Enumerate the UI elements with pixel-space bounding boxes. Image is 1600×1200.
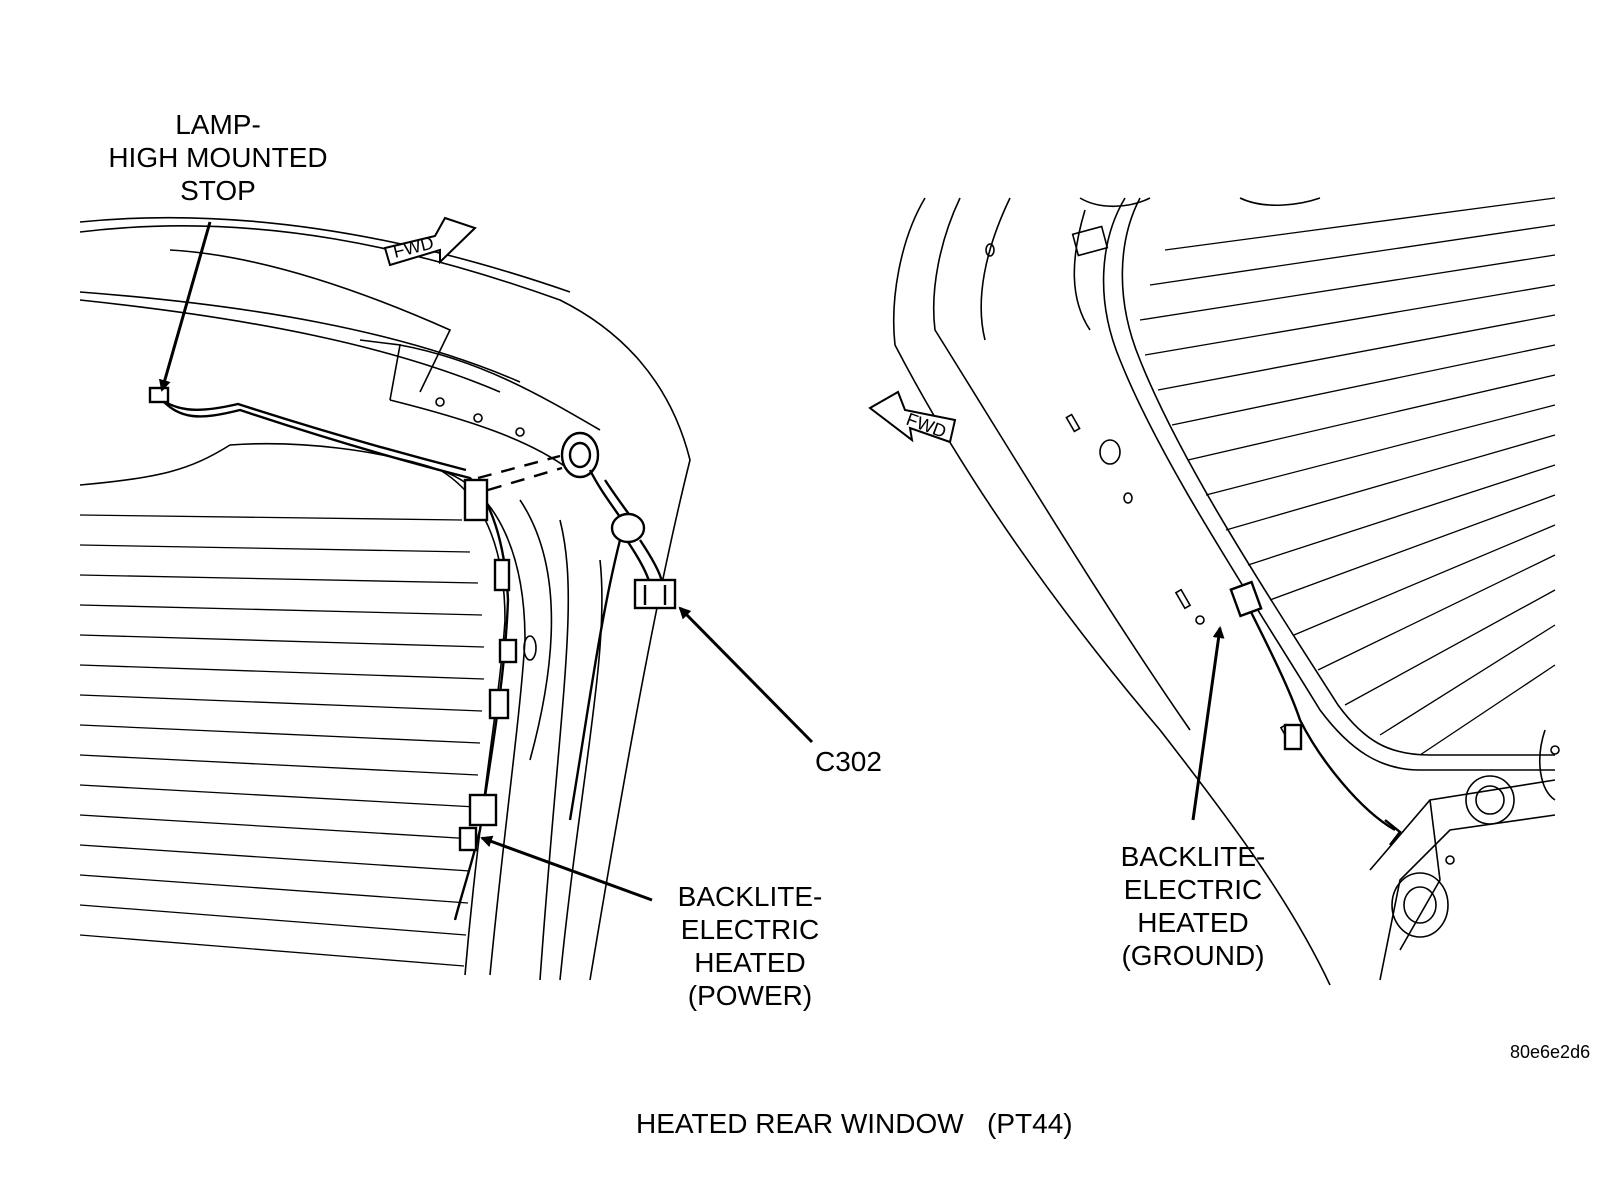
left-liftgate-view bbox=[79, 216, 691, 981]
svg-text:FWD: FWD bbox=[391, 233, 436, 262]
lamp-callout-arrow bbox=[158, 221, 212, 392]
right-glass-heater-grid bbox=[1139, 197, 1556, 756]
backlite-power-label: BACKLITE- ELECTRIC HEATED (POWER) bbox=[677, 881, 823, 1011]
callout-arrows bbox=[158, 221, 1225, 902]
right-ground-wire bbox=[1229, 580, 1402, 846]
fwd-arrow-left: FWD bbox=[383, 216, 477, 267]
fwd-arrow-right: FWD bbox=[868, 390, 957, 444]
left-wiring-harness bbox=[148, 386, 677, 921]
c302-label: C302 bbox=[815, 746, 882, 777]
c302-callout-arrow bbox=[678, 606, 814, 744]
left-glass-heater-grid bbox=[79, 514, 485, 967]
lamp-high-mounted-stop-label: LAMP- HIGH MOUNTED STOP bbox=[108, 109, 328, 206]
power-callout-arrow bbox=[480, 835, 653, 902]
c302-connector bbox=[633, 578, 677, 610]
reference-code: 80e6e2d6 bbox=[1510, 1042, 1591, 1062]
ground-callout-arrow bbox=[1191, 626, 1225, 821]
right-liftgate-view bbox=[892, 197, 1560, 986]
figure-caption: HEATED REAR WINDOW (PT44) bbox=[636, 1108, 1073, 1139]
backlite-ground-label: BACKLITE- ELECTRIC HEATED (GROUND) bbox=[1120, 841, 1266, 971]
